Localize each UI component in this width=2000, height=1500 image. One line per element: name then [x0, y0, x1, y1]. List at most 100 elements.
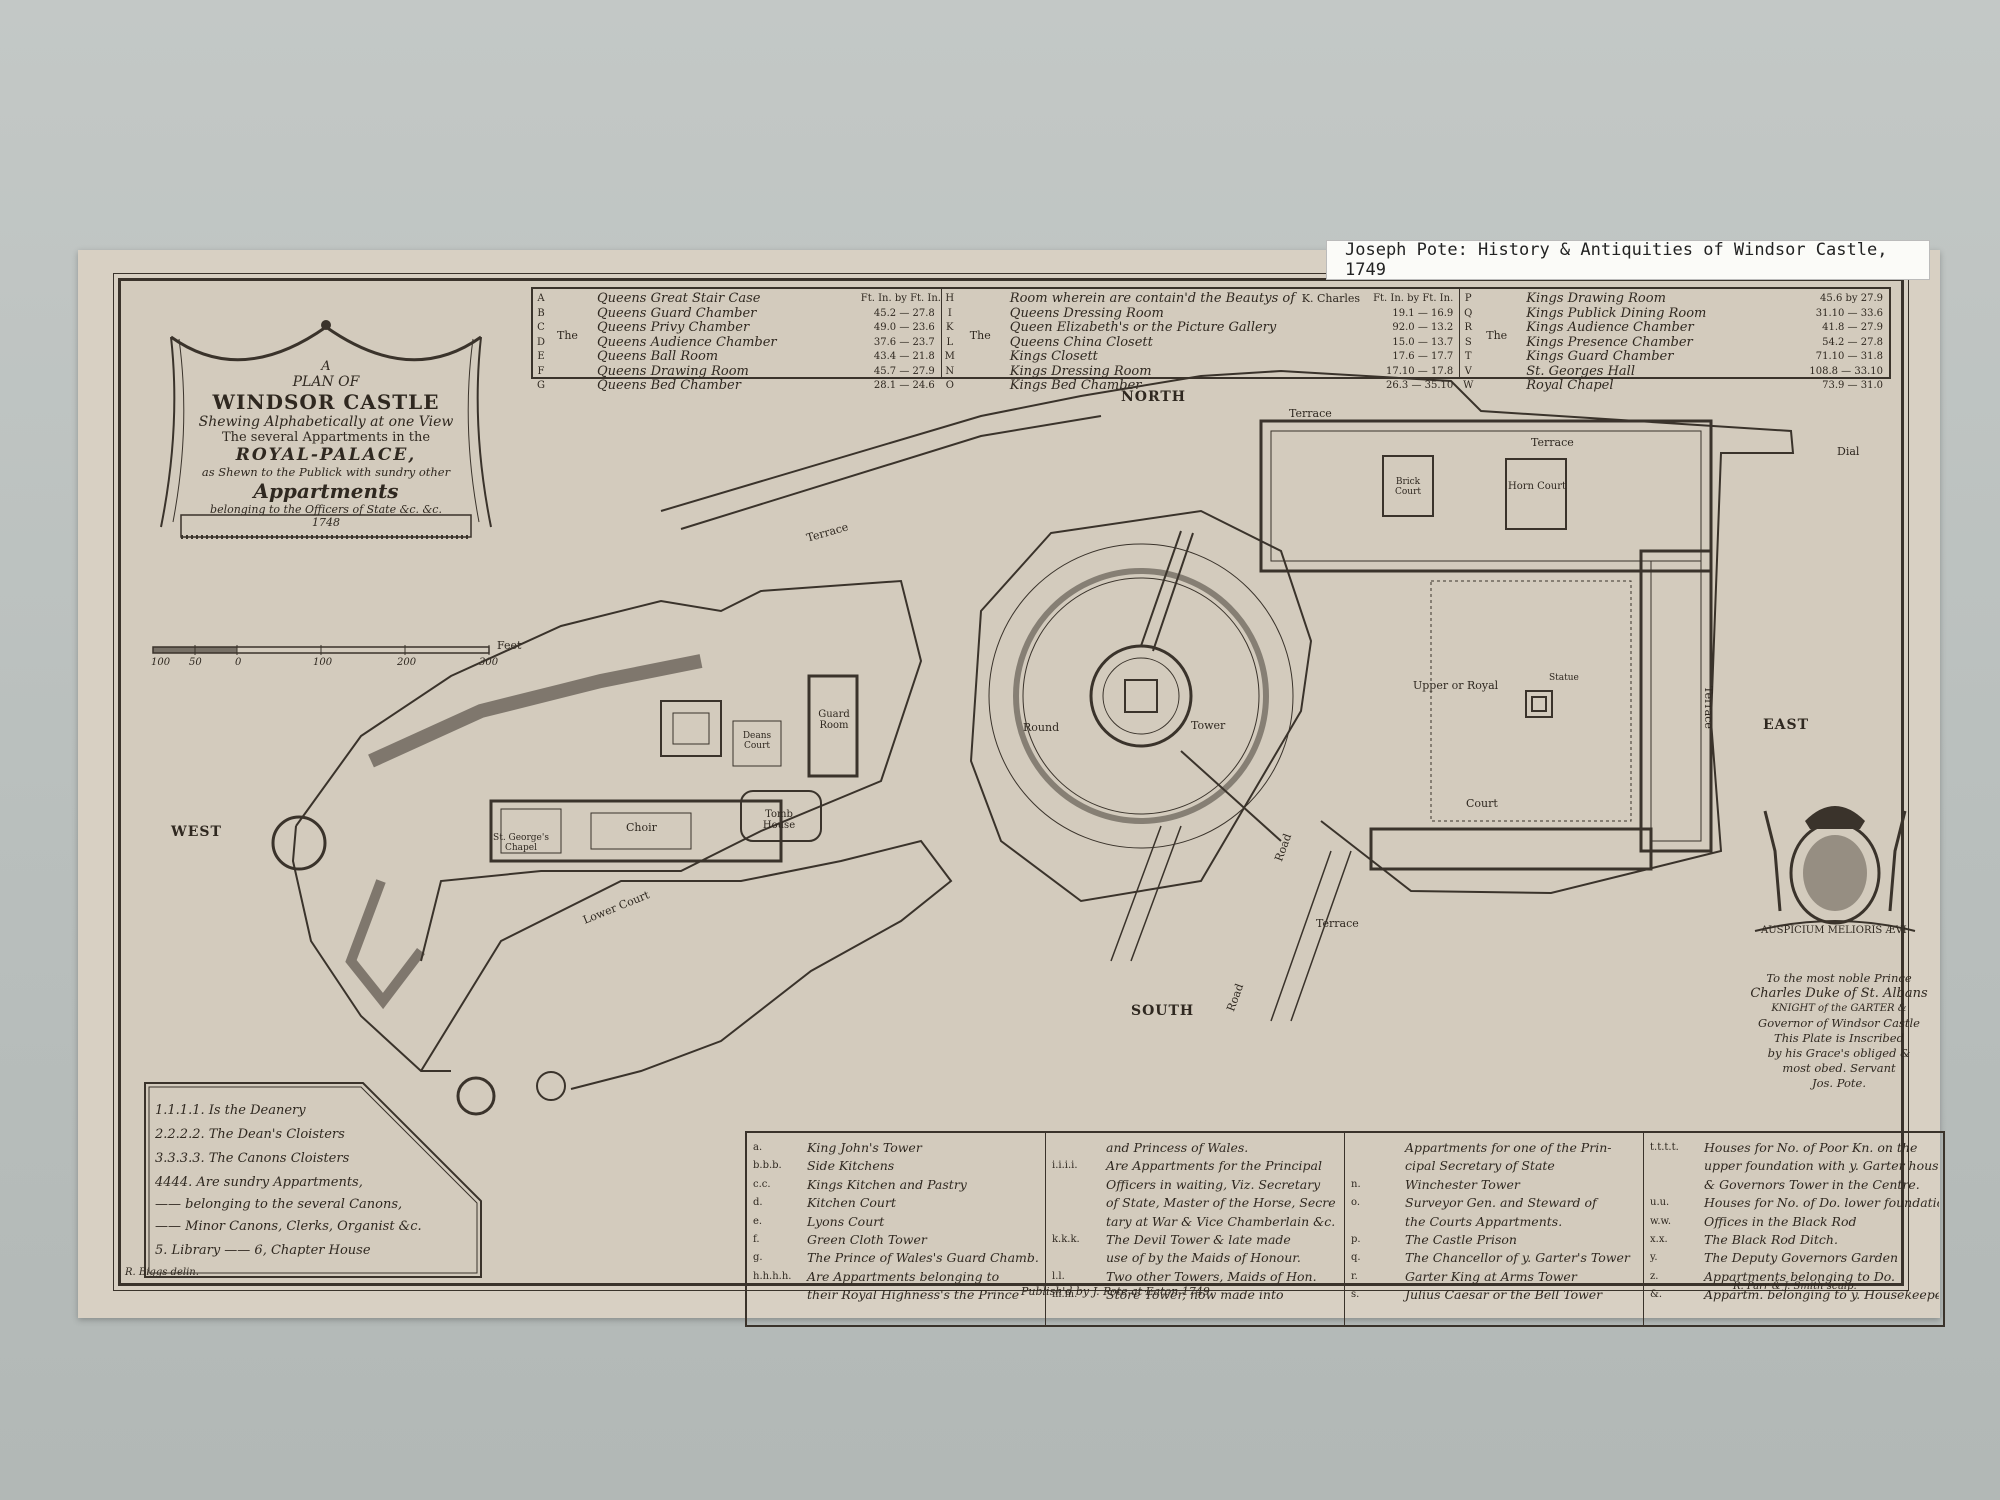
horn-court-label: Horn Court — [1507, 481, 1567, 492]
title-cartouche: A PLAN OF WINDSOR CASTLE Shewing Alphabe… — [151, 317, 501, 547]
engraver-credit: R. Biggs delin. — [125, 1267, 199, 1278]
bottom-legend-col-4: t.t.t.t.Houses for No. of Poor Kn. on th… — [1644, 1133, 1943, 1325]
k-charles-label: K. Charles — [1301, 292, 1360, 305]
title-line: Shewing Alphabetically at one View — [198, 414, 454, 430]
choir-label: Choir — [626, 821, 657, 834]
legend-line: —— Minor Canons, Clerks, Organist &c. — [155, 1219, 422, 1234]
scale-bar-icon — [152, 645, 490, 655]
bottom-legend-col-3: Appartments for one of the Prin- cipal S… — [1345, 1133, 1644, 1325]
dedication-line: KNIGHT of the GARTER & — [1771, 1003, 1907, 1014]
dedication-line: Charles Duke of St. Albans — [1750, 986, 1928, 1001]
legend-row: e.Lyons Court — [753, 1213, 885, 1229]
legend-row: c.c.Kings Kitchen and Pastry — [753, 1176, 967, 1192]
catalog-label: Joseph Pote: History & Antiquities of Wi… — [1326, 240, 1930, 280]
legend-row: o.Surveyor Gen. and Steward of — [1351, 1195, 1597, 1211]
sculptor-credit: R. Parr & J. Smith sculp. — [1733, 1281, 1857, 1292]
legend-row: use of by the Maids of Honour. — [1106, 1250, 1301, 1266]
legend-row: l.l.Two other Towers, Maids of Hon. — [1052, 1268, 1317, 1284]
upper-court-label: Court — [1466, 797, 1498, 810]
drapery-icon — [160, 320, 492, 539]
map-title: WINDSOR CASTLE — [212, 390, 440, 414]
guard-room-label: Guard Room — [818, 709, 850, 731]
scale-tick: 50 — [189, 657, 202, 668]
upper-court-label: Upper or Royal — [1413, 679, 1499, 692]
scale-unit: Feet — [497, 639, 522, 652]
legend-line: 2.2.2.2. The Dean's Cloisters — [155, 1127, 345, 1142]
legend-row: &.Appartm. belonging to y. Housekeeper. — [1650, 1287, 1939, 1303]
tomb-house-label: Tomb House — [762, 809, 796, 831]
legend-line: —— belonging to the several Canons, — [155, 1197, 403, 1212]
legend-prefix: The — [557, 329, 578, 342]
legend-row: r.Garter King at Arms Tower — [1351, 1268, 1577, 1284]
legend-row: z.Appartments belonging to Do. — [1650, 1268, 1896, 1284]
compass-south-label: SOUTH — [1131, 1003, 1195, 1019]
terrace-label: Terrace — [1316, 917, 1359, 930]
dedication-line: by his Grace's obliged & — [1767, 1046, 1911, 1060]
legend-row: u.u.Houses for No. of Do. lower foundati… — [1650, 1195, 1939, 1211]
title-line: PLAN OF — [292, 374, 360, 390]
legend-frame-icon — [144, 1082, 482, 1278]
legend-row: t.t.t.t.Houses for No. of Poor Kn. on th… — [1650, 1140, 1918, 1155]
print-sheet: A PLAN OF WINDSOR CASTLE Shewing Alphabe… — [78, 250, 1945, 1327]
legend-row: s.Julius Caesar or the Bell Tower — [1351, 1287, 1603, 1303]
legend-row: g.The Prince of Wales's Guard Chamb. — [753, 1250, 1039, 1266]
coat-of-arms-icon — [1754, 806, 1916, 932]
terrace-label: Terrace — [1701, 686, 1715, 729]
legend-line: 1.1.1.1. Is the Deanery — [155, 1103, 306, 1118]
brick-court-label: Brick Court — [1394, 477, 1422, 497]
legend-row: y.The Deputy Governors Garden — [1650, 1250, 1899, 1266]
dedication-line: Jos. Pote. — [1811, 1076, 1867, 1090]
dedication-line: Governor of Windsor Castle — [1758, 1016, 1920, 1030]
title-line: ROYAL-PALACE, — [235, 445, 417, 465]
scale-tick: 300 — [479, 657, 499, 668]
compass-east-label: EAST — [1763, 717, 1810, 733]
legend-prefix: The — [969, 329, 991, 342]
legend-line: 5. Library —— 6, Chapter House — [155, 1243, 371, 1258]
castle-plan-drawing — [271, 369, 1795, 1116]
title-line: belonging to the Officers of State &c. &… — [210, 503, 442, 516]
legend-row: a.King John's Tower — [753, 1140, 922, 1155]
legend-row: x.x.The Black Rod Ditch. — [1650, 1232, 1838, 1248]
dedication-cartouche: To the most noble Prince Charles Duke of… — [1739, 971, 1939, 1131]
legend-row: h.h.h.h.Are Appartments belonging to — [753, 1268, 1000, 1284]
scale-tick: 100 — [151, 657, 171, 668]
title-line: as Shewn to the Publick with sundry othe… — [201, 465, 451, 479]
compass-north-label: NORTH — [1121, 389, 1187, 405]
legend-row: b.b.b.Side Kitchens — [753, 1158, 895, 1174]
bottom-legend-col-2: and Princess of Wales. i.i.i.i.Are Appar… — [1046, 1133, 1345, 1325]
scale-tick: 100 — [313, 657, 333, 668]
dedication-line: most obed. Servant — [1782, 1061, 1896, 1075]
bottom-legend-col-1: a.King John's Tower b.b.b.Side Kitchens … — [747, 1133, 1046, 1325]
legend-prefix: The — [1486, 329, 1508, 342]
st-georges-chapel-label: St. George's Chapel — [493, 833, 549, 853]
dedication-line: To the most noble Prince — [1766, 971, 1912, 985]
legend-row: their Royal Highness's the Prince — [807, 1287, 1020, 1303]
scale-bar: 100 50 0 100 200 300 Feet — [151, 639, 531, 683]
legend-line: 4444. Are sundry Appartments, — [155, 1175, 363, 1190]
round-tower-label: Tower — [1191, 719, 1226, 732]
dedication-line: This Plate is Inscribed — [1774, 1031, 1904, 1045]
